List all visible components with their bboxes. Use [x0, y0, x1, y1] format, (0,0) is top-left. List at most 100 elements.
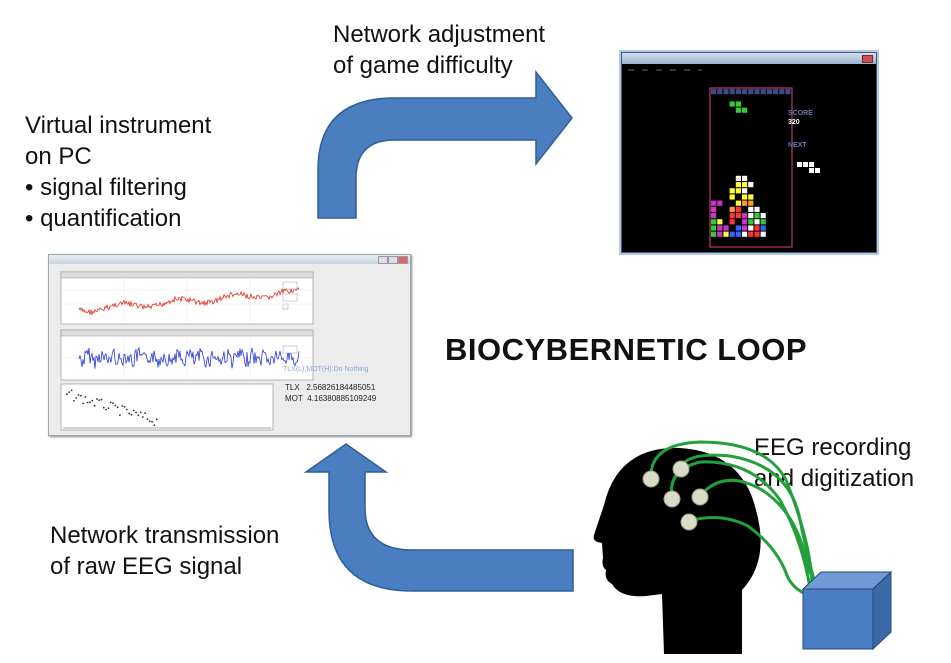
electrodes	[642, 460, 709, 531]
tetris-titlebar	[622, 53, 876, 64]
score-value: 320	[788, 119, 800, 126]
tetris-block	[735, 101, 741, 107]
next-piece-block	[809, 168, 814, 173]
filtered-signal-trace	[78, 346, 300, 369]
virtual-instrument-label: Virtual instrument on PC • signal filter…	[25, 110, 211, 234]
electrode-5	[680, 513, 698, 531]
spectrum-point	[75, 397, 78, 399]
spectrum-point	[135, 411, 137, 414]
spectrum-point	[68, 391, 71, 393]
mot-name: MOT	[285, 394, 303, 403]
tetris-block	[711, 213, 717, 219]
tetris-block	[748, 206, 754, 212]
vi-label-line-1: Virtual instrument	[25, 112, 212, 139]
spectrum-point	[82, 402, 84, 405]
spectrum-point	[130, 413, 133, 416]
spectrum-point	[107, 407, 110, 409]
tetris-block	[742, 225, 748, 231]
spectrum-point	[98, 399, 101, 401]
spectrum-point	[146, 418, 149, 420]
tetris-block	[735, 206, 741, 212]
spectrum-point	[100, 398, 103, 401]
next-label: NEXT	[788, 142, 807, 149]
tetris-block	[735, 188, 741, 194]
spectrum-point	[84, 396, 87, 398]
adjustment-line-1: Network adjustment	[333, 21, 546, 48]
tetris-block	[711, 231, 717, 237]
spectrum-point	[125, 408, 128, 411]
tetris-block	[717, 225, 723, 231]
spectrum-point	[91, 399, 94, 402]
tetris-block	[742, 107, 748, 113]
tetris-block	[735, 200, 741, 206]
tetris-block	[711, 219, 717, 225]
electrode-2	[672, 460, 690, 478]
maximize-icon[interactable]	[388, 256, 398, 264]
tetris-block	[742, 188, 748, 194]
head-silhouette	[593, 447, 761, 654]
transmission-line-1: Network transmission	[50, 522, 280, 549]
tetris-block	[748, 182, 754, 188]
spectrum-point	[116, 406, 119, 409]
up-right-arrow	[317, 69, 573, 219]
vi-readout-tlx: TLX 2.56826184485051	[285, 383, 375, 392]
tetris-block	[760, 219, 766, 225]
spectrum-point	[112, 402, 114, 405]
tetris-block	[760, 89, 766, 95]
tetris-block	[735, 175, 741, 181]
vi-readout-mot: MOT 4.16380885109249	[285, 394, 376, 403]
vi-label-bullet-1: • signal filtering	[25, 174, 187, 201]
spectrum-point	[142, 416, 144, 418]
tetris-block	[742, 182, 748, 188]
tetris-block	[717, 219, 723, 225]
tetris-blocks	[711, 89, 820, 237]
spectrum-point	[105, 408, 107, 411]
adjustment-line-2: of game difficulty	[333, 52, 513, 79]
tetris-block	[760, 225, 766, 231]
spectrum-point	[66, 393, 68, 396]
spectrum-point	[153, 424, 156, 426]
next-piece-block	[809, 162, 814, 167]
electrode-4	[691, 488, 709, 506]
tetris-block	[754, 89, 760, 95]
spectrum-point	[121, 405, 124, 407]
eeg-line-1: EEG recording	[754, 434, 912, 461]
spectrum-point	[144, 412, 147, 414]
amplifier-box	[801, 570, 893, 651]
tetris-block	[748, 219, 754, 225]
tetris-block	[711, 89, 717, 95]
tetris-block	[748, 213, 754, 219]
tetris-game-window: SCORE 320 NEXT	[621, 52, 877, 253]
minimize-icon[interactable]	[378, 256, 388, 264]
tetris-block	[742, 213, 748, 219]
vi-label-bullet-2: • quantification	[25, 205, 182, 232]
tetris-block	[742, 231, 748, 237]
network-transmission-label: Network transmission of raw EEG signal	[50, 520, 279, 582]
tetris-block	[785, 89, 791, 95]
tetris-block	[717, 200, 723, 206]
tetris-block	[760, 213, 766, 219]
mot-value: 4.16380885109249	[307, 394, 377, 403]
tetris-block	[735, 231, 741, 237]
close-icon[interactable]	[862, 55, 873, 63]
tetris-block	[742, 200, 748, 206]
next-piece-block	[815, 168, 820, 173]
tetris-block	[766, 89, 772, 95]
tlx-value: 2.56826184485051	[306, 383, 376, 392]
tetris-block	[773, 89, 779, 95]
next-piece-block	[797, 162, 802, 167]
close-icon[interactable]	[398, 256, 408, 264]
spectrum-point	[132, 409, 135, 412]
tetris-block	[760, 231, 766, 237]
spectrum-point	[93, 404, 96, 407]
spectrum-point	[109, 401, 112, 404]
spectrum-points	[63, 389, 271, 429]
tetris-block	[717, 89, 723, 95]
spectrum-point	[155, 418, 158, 421]
tetris-block	[729, 213, 735, 219]
tetris-block	[748, 194, 754, 200]
virtual-instrument-window: TLX(L),MOT(H):Do Nothing TLX 2.568261844…	[48, 254, 411, 436]
electrode-3	[663, 490, 681, 508]
